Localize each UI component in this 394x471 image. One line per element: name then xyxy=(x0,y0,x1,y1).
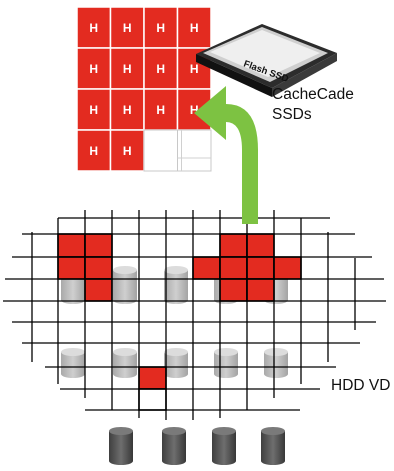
hdd-hot-block xyxy=(57,256,86,280)
cache-block-label: H xyxy=(89,103,98,117)
cache-block-label: H xyxy=(123,144,132,158)
cachecade-caption-line1: CacheCade xyxy=(272,86,354,103)
hdd-cylinder xyxy=(113,348,137,378)
hdd-cold-block xyxy=(138,388,167,411)
cache-block-label: H xyxy=(156,62,165,76)
cache-block-label: H xyxy=(89,62,98,76)
hdd-cylinder xyxy=(264,348,288,378)
cache-block-label: H xyxy=(190,103,199,117)
hdd-disk-icon xyxy=(212,427,236,465)
cache-block-filled: H xyxy=(109,129,145,172)
cache-block-filled: H xyxy=(76,47,112,90)
hdd-hot-block xyxy=(84,278,113,302)
hdd-disk-icon xyxy=(109,427,133,465)
cache-block-filled: H xyxy=(76,129,112,172)
hdd-hot-block xyxy=(273,256,302,280)
hdd-cylinder xyxy=(164,348,188,378)
up-left-arrow-icon xyxy=(194,86,258,224)
cache-block-label: H xyxy=(123,103,132,117)
cache-block-filled: H xyxy=(109,6,145,49)
cache-block-empty xyxy=(177,129,212,172)
hdd-hot-block xyxy=(219,256,248,280)
cache-block-empty xyxy=(143,129,178,172)
hdd-hot-block xyxy=(219,278,248,302)
hdd-cylinder xyxy=(214,348,238,378)
cache-block-label: H xyxy=(156,21,165,35)
cache-block-filled: H xyxy=(76,6,112,49)
hdd-hot-block xyxy=(84,256,113,280)
hdd-hot-block xyxy=(246,233,275,258)
hdd-hot-block xyxy=(246,256,275,280)
ssd-cache-grid: H H H H H H H H H H H H H H xyxy=(76,6,212,172)
hdd-vd-caption: HDD VD xyxy=(331,377,390,394)
hdd-vd-grid xyxy=(3,210,386,420)
cache-block-filled: H xyxy=(76,88,112,131)
cache-block-label: H xyxy=(156,103,165,117)
hdd-hot-block xyxy=(84,233,113,258)
cache-block-filled: H xyxy=(109,47,145,90)
hdd-hot-block xyxy=(219,233,248,258)
hdd-hot-block xyxy=(192,256,221,280)
cache-block-filled: H xyxy=(143,47,179,90)
flash-ssd-icon: Flash SSD xyxy=(196,24,337,97)
cache-block-filled: H xyxy=(109,88,145,131)
cache-block-label: H xyxy=(123,21,132,35)
cache-block-filled: H xyxy=(143,88,179,131)
cachecade-caption-line2: SSDs xyxy=(272,106,312,123)
hdd-disk-icon xyxy=(162,427,186,465)
cache-block-label: H xyxy=(190,21,199,35)
cache-block-filled: H xyxy=(176,6,212,49)
cache-block-label: H xyxy=(89,21,98,35)
hdd-disk-icon xyxy=(261,427,285,465)
hdd-cylinder xyxy=(113,266,137,304)
cache-block-label: H xyxy=(123,62,132,76)
hdd-cylinder xyxy=(164,266,188,304)
cache-block-label: H xyxy=(89,144,98,158)
hdd-hot-block xyxy=(246,278,275,302)
cache-block-label: H xyxy=(190,62,199,76)
hdd-hot-block xyxy=(57,233,86,258)
hdd-disk-row xyxy=(109,427,285,465)
hdd-hot-block xyxy=(138,366,167,390)
cache-block-filled: H xyxy=(143,6,179,49)
hdd-cylinder xyxy=(61,348,85,378)
